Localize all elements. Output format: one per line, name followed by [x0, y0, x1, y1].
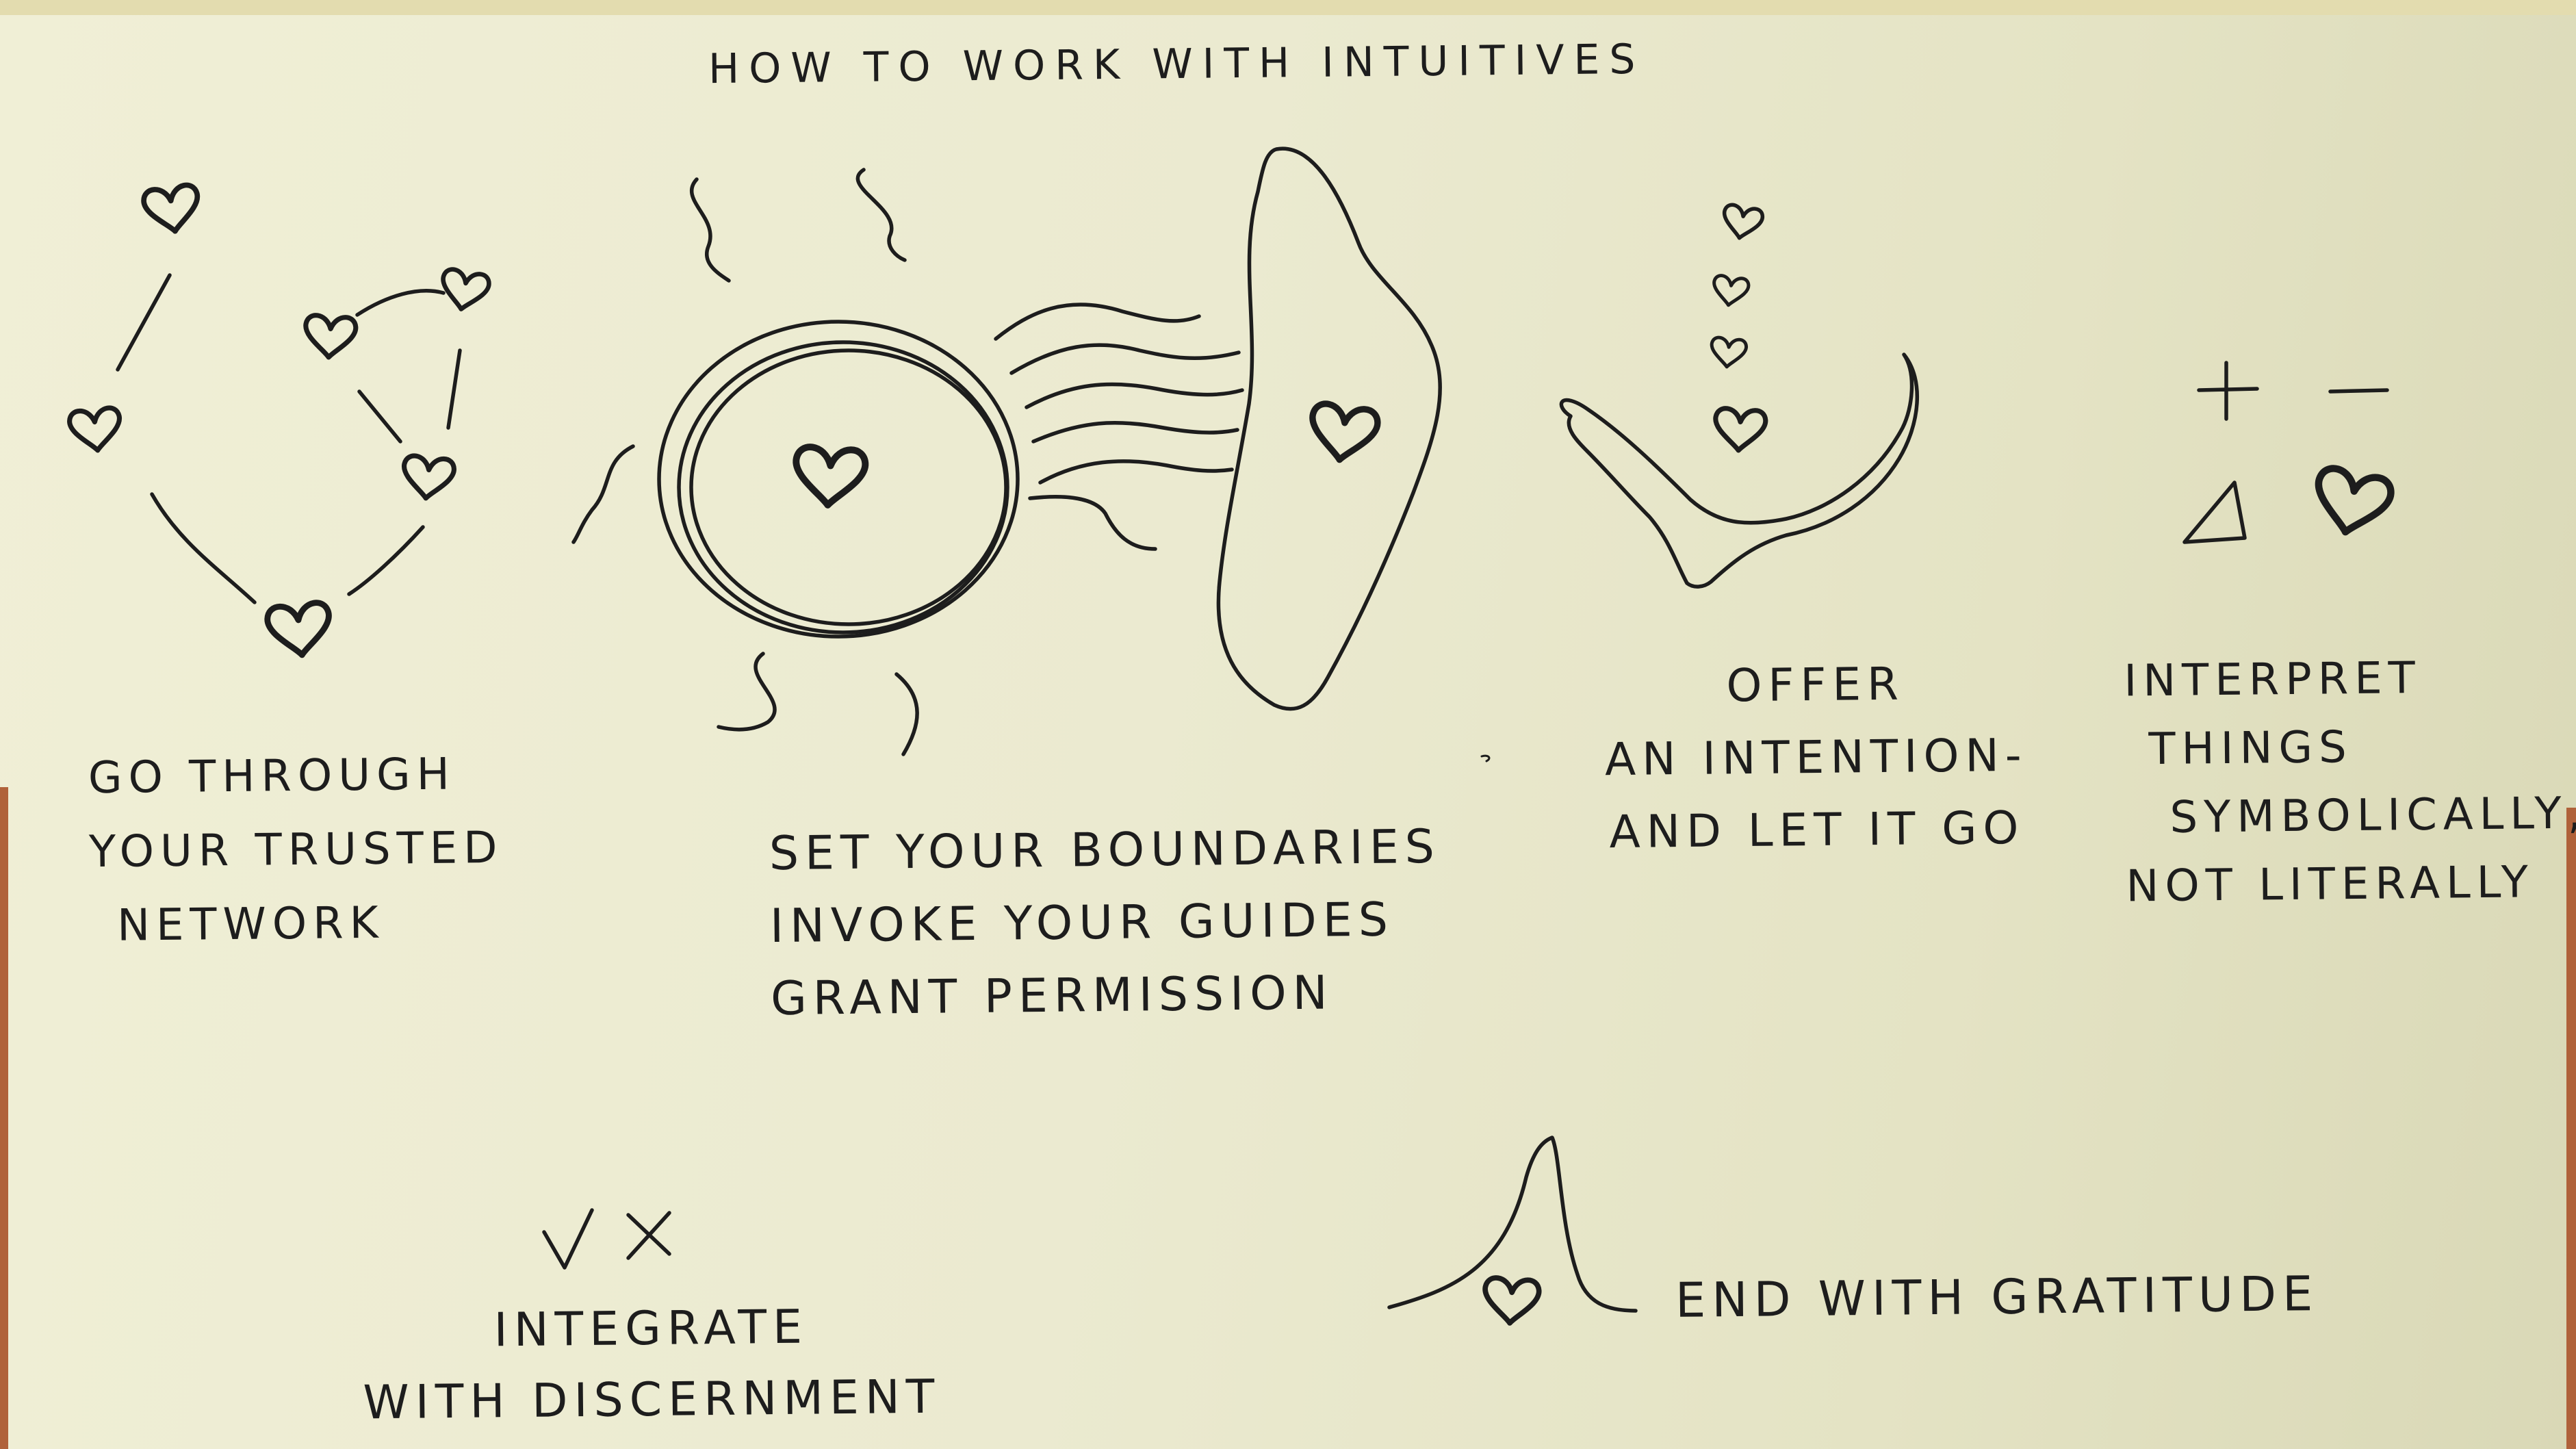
heart-icon [1711, 274, 1749, 307]
trusted-network-diagram [68, 183, 491, 658]
ink-smudge [1480, 754, 1491, 762]
cross-icon [626, 1211, 671, 1260]
wave-line [1031, 420, 1239, 444]
step-text-line: WITH DISCERNMENT [363, 1370, 941, 1431]
step-integrate-discernment: INTEGRATE WITH DISCERNMENT [362, 1291, 941, 1439]
heart-icon [2310, 465, 2394, 539]
interpret-diagram [2182, 361, 2394, 544]
wave-line [1025, 382, 1244, 409]
step-text-line: NETWORK [116, 897, 385, 951]
outer-ring [657, 320, 1020, 639]
table-edge-right [2566, 808, 2576, 1449]
discernment-diagram [542, 1208, 671, 1270]
wave-line [1038, 459, 1234, 485]
triangle-icon [2182, 480, 2247, 544]
gratitude-diagram [1387, 1136, 1638, 1325]
page-title: HOW TO WORK WITH INTUITIVES [708, 35, 1645, 94]
wave-line [1028, 495, 1157, 551]
plus-icon [2197, 361, 2259, 421]
squiggle-line [571, 444, 635, 544]
heart-icon [266, 602, 333, 658]
heart-icon [1483, 1277, 1540, 1325]
wave-line [1009, 343, 1241, 375]
heart-icon [1710, 337, 1747, 369]
bowl-icon [1559, 352, 1920, 589]
step-offer-intention: OFFER AN INTENTION- AND LET IT GO [1603, 647, 2028, 869]
step-text-line: AND LET IT GO [1609, 801, 2025, 859]
wave-line [994, 303, 1201, 341]
connector-line [150, 492, 257, 604]
heart-icon [439, 268, 491, 313]
step-text-line: SET YOUR BOUNDARIES [769, 819, 1441, 882]
heart-icon [793, 446, 866, 508]
heart-icon [1714, 408, 1766, 452]
check-icon [542, 1208, 594, 1270]
middle-ring [677, 340, 1009, 634]
peak-icon [1387, 1136, 1638, 1313]
step-interpret-symbolically: INTERPRET THINGS SYMBOLICALLY, NOT LITER… [2124, 642, 2576, 921]
step-text-line: INVOKE YOUR GUIDES [769, 893, 1395, 954]
connector-line [357, 389, 402, 444]
table-edge-left [0, 787, 8, 1449]
squiggle-line [717, 652, 777, 732]
squiggle-line [855, 168, 907, 262]
heart-icon [304, 315, 357, 359]
minus-icon [2328, 388, 2389, 394]
boundaries-diagram [571, 146, 1442, 756]
step-text-line: THINGS [2148, 722, 2354, 775]
step-text-line: YOUR TRUSTED [88, 822, 504, 878]
step-text-line: AN INTENTION- [1604, 728, 2028, 786]
heart-icon [142, 183, 202, 235]
heart-icon [401, 455, 455, 501]
step-text-line: END WITH GRATITUDE [1675, 1266, 2319, 1329]
connector-line [446, 348, 462, 430]
step-text-line: GRANT PERMISSION [770, 966, 1334, 1027]
squiggle-line [690, 177, 731, 283]
step-end-gratitude: END WITH GRATITUDE [1675, 1263, 2319, 1332]
inner-ring [689, 348, 1008, 626]
step-boundaries: SET YOUR BOUNDARIES INVOKE YOUR GUIDES G… [769, 811, 1442, 1036]
step-trusted-network: GO THROUGH YOUR TRUSTED NETWORK [88, 737, 504, 963]
paper-top-edge [0, 0, 2576, 15]
step-text-line: GO THROUGH [88, 749, 456, 804]
squiggle-line [894, 672, 919, 756]
step-text-line: SYMBOLICALLY, [2169, 788, 2576, 843]
connector-line [116, 273, 172, 372]
heart-icon [68, 407, 123, 453]
step-text-line: NOT LITERALLY [2126, 857, 2535, 912]
step-text-line: INTERPRET [2124, 652, 2422, 707]
heart-icon [1721, 203, 1764, 241]
connector-line [355, 289, 446, 317]
connector-line [347, 525, 425, 596]
step-text-line: OFFER [1726, 657, 1905, 713]
heart-icon [1307, 402, 1380, 464]
intention-diagram [1559, 203, 1920, 589]
step-text-line: INTEGRATE [493, 1300, 809, 1358]
blob-shape [1216, 146, 1442, 711]
